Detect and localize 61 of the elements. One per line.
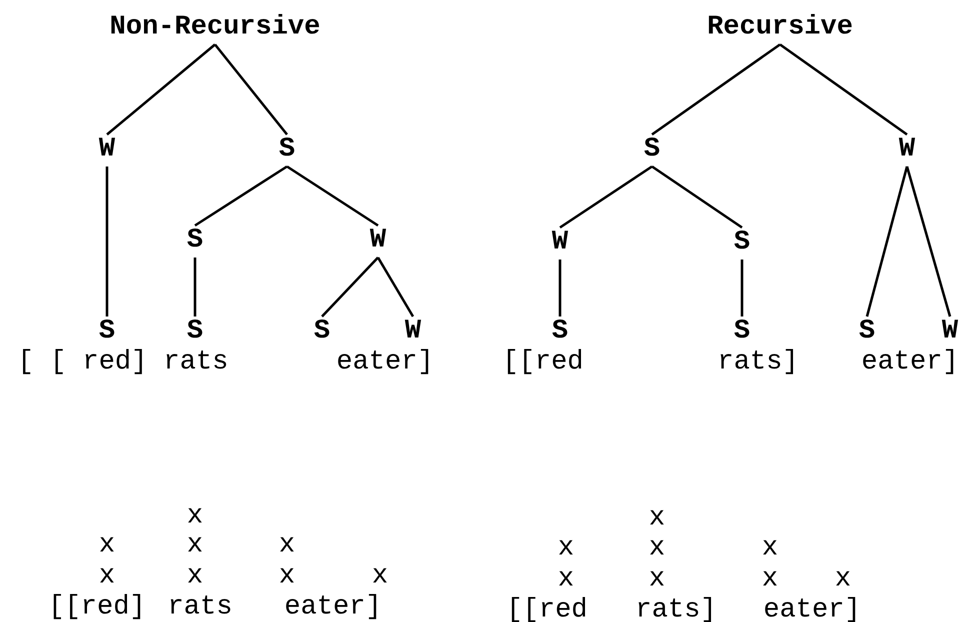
word-label: eater] <box>284 594 382 622</box>
grid-mark: x <box>186 564 204 590</box>
grid-mark: x <box>762 566 778 594</box>
stress-label: S <box>278 136 296 164</box>
stress-label: S <box>186 318 204 346</box>
stress-label: W <box>942 318 958 346</box>
word-label: rats] <box>718 350 798 376</box>
word-label: eater] <box>336 350 434 376</box>
grid-mark: x <box>278 532 296 560</box>
grid-mark: x <box>762 536 778 562</box>
stress-label: W <box>552 230 568 256</box>
tree-branch <box>214 44 288 136</box>
grid-mark: x <box>186 504 204 530</box>
grid-mark: x <box>98 564 116 590</box>
grid-mark: x <box>834 566 852 594</box>
stress-label: W <box>404 318 422 346</box>
grid-mark: x <box>278 564 296 590</box>
word-label: eater] <box>861 350 959 376</box>
tree-branch <box>106 44 216 136</box>
grid-mark: x <box>648 536 666 562</box>
word-label: eater] <box>763 598 861 622</box>
tree-branch <box>651 43 781 136</box>
word-label: [[red] <box>48 594 146 622</box>
word-label: [[red <box>506 598 588 622</box>
grid-mark: x <box>98 532 116 560</box>
tree-branch <box>558 260 562 316</box>
tree-branch <box>906 166 952 317</box>
tree-title: Recursive <box>707 14 853 42</box>
tree-title: Non-Recursive <box>110 14 320 42</box>
grid-mark: x <box>648 506 666 532</box>
tree-branch <box>779 43 908 136</box>
tree-branch <box>321 256 379 318</box>
tree-branch <box>286 165 379 227</box>
stress-label: S <box>644 136 660 164</box>
word-label: [[red <box>502 350 584 376</box>
grid-mark: x <box>558 536 574 562</box>
stress-label: S <box>734 230 750 256</box>
grid-mark: x <box>186 532 204 560</box>
tree-branch <box>740 260 744 316</box>
stress-label: S <box>734 318 750 346</box>
tree-branch <box>866 166 908 317</box>
stress-label: W <box>370 228 386 254</box>
tree-branch <box>651 165 743 229</box>
grid-mark: x <box>558 566 574 594</box>
tree-branch <box>106 166 108 316</box>
word-label: rats <box>168 594 232 622</box>
tree-branch <box>559 165 653 229</box>
stress-label: W <box>898 136 916 164</box>
grid-mark: x <box>648 566 666 594</box>
stress-label: S <box>186 228 204 254</box>
grid-mark: x <box>372 564 388 590</box>
tree-branch <box>194 258 196 316</box>
stress-label: S <box>314 318 330 346</box>
stress-label: W <box>98 136 116 164</box>
stress-label: S <box>858 318 876 346</box>
tree-branch <box>376 256 414 318</box>
tree-branch <box>194 165 288 227</box>
stress-label: S <box>98 318 116 346</box>
word-label: rats] <box>636 598 716 622</box>
stress-label: S <box>552 318 568 346</box>
word-label: [ [ red] rats <box>18 350 228 376</box>
